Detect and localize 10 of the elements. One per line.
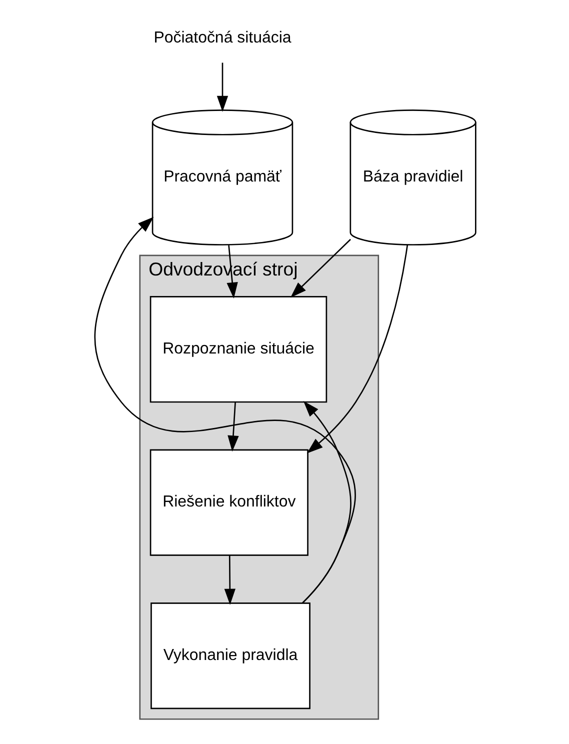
arrow — [224, 555, 236, 605]
node-box: Rozpoznanie situácie — [149, 296, 327, 403]
arrow — [94, 216, 356, 604]
arrow — [216, 62, 228, 112]
arrow — [306, 244, 408, 454]
arrow — [227, 402, 238, 452]
node-box: Riešenie konfliktov — [149, 449, 308, 556]
arrow — [290, 238, 350, 298]
node-text: Počiatočná situácia — [153, 29, 291, 46]
node-box: Vykonanie pravidla — [150, 602, 310, 710]
